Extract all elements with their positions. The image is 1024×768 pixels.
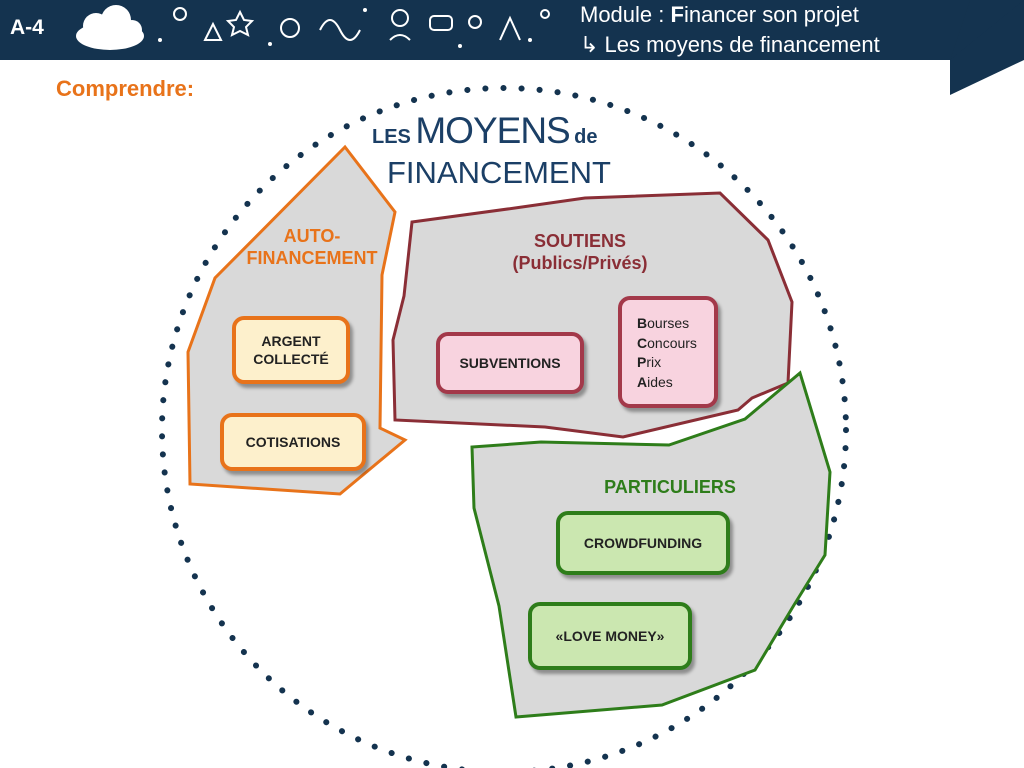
list-rest: oncours — [647, 334, 697, 351]
auto-financement-label: AUTO- FINANCEMENT — [232, 225, 392, 269]
auto-label-line2: FINANCEMENT — [246, 248, 378, 268]
title-moyens: MOYENS — [415, 110, 570, 151]
title-les: LES — [372, 126, 411, 148]
list-item: Bourses — [637, 314, 714, 334]
header-bar: A-4 Module : Financer son projet ↳ Les m… — [0, 0, 1024, 95]
diagram-title-line2: FINANCEMENT — [387, 155, 611, 190]
cloud-icon — [76, 5, 144, 50]
list-rest: ides — [647, 373, 673, 390]
soutiens-label: SOUTIENS (Publics/Privés) — [480, 230, 680, 274]
module-title: Module : Financer son projet — [580, 2, 859, 28]
diagram-title: LES MOYENS de — [372, 110, 598, 152]
argent-collecte-box: ARGENT COLLECTÉ — [232, 316, 350, 384]
module-prefix: Module : — [580, 2, 671, 27]
bourses-concours-list: Bourses Concours Prix Aides — [618, 296, 718, 408]
love-money-box: «LOVE MONEY» — [528, 602, 692, 670]
crowdfunding-box: CROWDFUNDING — [556, 511, 730, 575]
soutiens-label-line1: SOUTIENS — [533, 231, 626, 251]
list-rest: rix — [646, 354, 662, 370]
subventions-box: SUBVENTIONS — [436, 332, 584, 394]
title-de: de — [574, 126, 598, 148]
dotted-circle — [159, 85, 849, 768]
module-subtitle: ↳ Les moyens de financement — [580, 32, 880, 57]
module-rest: inancer son projet — [683, 2, 859, 27]
cotisations-box: COTISATIONS — [220, 413, 366, 471]
doodle-icons — [158, 7, 550, 48]
section-title: Comprendre: — [56, 76, 195, 101]
auto-label-line1: AUTO- — [283, 226, 341, 246]
list-initial: C — [637, 334, 648, 351]
list-item: Prix — [637, 353, 714, 373]
module-initial: F — [670, 2, 684, 27]
list-rest: ourses — [647, 315, 690, 331]
soutiens-label-line2: (Publics/Privés) — [512, 253, 648, 273]
slide-code: A-4 — [10, 16, 44, 39]
header-background — [0, 0, 1024, 95]
list-item: Aides — [637, 373, 714, 393]
list-initial: P — [637, 354, 647, 370]
list-item: Concours — [637, 334, 714, 354]
particuliers-label: PARTICULIERS — [604, 477, 736, 497]
list-initial: B — [637, 315, 648, 331]
list-initial: A — [637, 373, 648, 390]
